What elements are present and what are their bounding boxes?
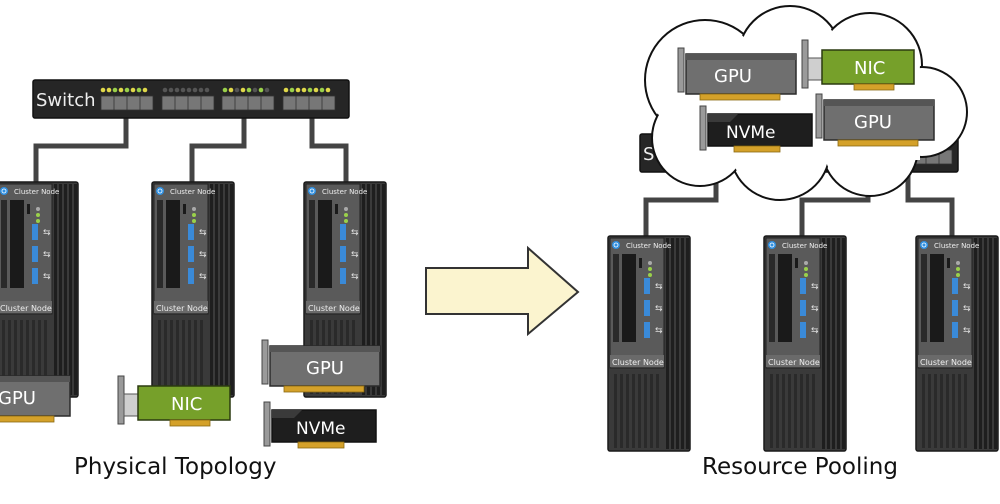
left-gpu-card-2-label: GPU <box>306 358 344 379</box>
left-node-3-label: Cluster Node <box>322 188 367 196</box>
pool-nvme-card: NVMe <box>699 105 813 153</box>
left-gpu-card-1: GPU <box>0 369 71 423</box>
right-node-3-label: Cluster Node <box>934 242 979 250</box>
left-node-1: Cluster Node Cluster Node <box>0 181 79 398</box>
left-nic-card: NIC <box>117 375 231 427</box>
left-nvme-card: NVMe <box>263 401 377 449</box>
left-nvme-card-label: NVMe <box>296 419 345 439</box>
left-cables <box>33 112 349 188</box>
pool-nic-card-label: NIC <box>854 58 885 79</box>
right-caption: Resource Pooling <box>702 454 898 480</box>
left-node-3: Cluster Node Cluster Node <box>303 181 387 398</box>
pool-nic-card: NIC <box>801 39 915 91</box>
left-node-2-bottom-label: Cluster Node <box>156 304 208 313</box>
right-node-2-bottom-label: Cluster Node <box>768 358 820 367</box>
pool-gpu-card-1-label: GPU <box>714 66 752 87</box>
pool-gpu-card-2-label: GPU <box>854 112 892 133</box>
left-gpu-card-2: GPU <box>261 339 381 393</box>
transform-arrow <box>425 245 580 337</box>
pool-nvme-card-label: NVMe <box>726 123 775 143</box>
pool-gpu-card-1: GPU <box>677 47 797 101</box>
left-switch: Switch <box>32 79 350 119</box>
left-node-2-label: Cluster Node <box>170 188 215 196</box>
pool-gpu-card-2: GPU <box>815 93 935 147</box>
right-node-3-bottom-label: Cluster Node <box>920 358 972 367</box>
right-node-1: Cluster Node Cluster Node <box>607 235 691 452</box>
right-node-3: Cluster Node Cluster Node <box>915 235 999 452</box>
left-node-1-label: Cluster Node <box>14 188 59 196</box>
left-node-3-bottom-label: Cluster Node <box>308 304 360 313</box>
left-node-1-bottom-label: Cluster Node <box>0 304 52 313</box>
right-node-1-bottom-label: Cluster Node <box>612 358 664 367</box>
left-nic-card-label: NIC <box>171 394 202 415</box>
switch-leds <box>100 87 331 93</box>
left-caption: Physical Topology <box>74 454 277 480</box>
left-switch-label: Switch <box>36 90 96 111</box>
right-node-2-label: Cluster Node <box>782 242 827 250</box>
left-gpu-card-1-label: GPU <box>0 388 36 409</box>
right-node-2: Cluster Node Cluster Node <box>763 235 847 452</box>
right-node-1-label: Cluster Node <box>626 242 671 250</box>
left-node-2: Cluster Node Cluster Node <box>151 181 235 398</box>
